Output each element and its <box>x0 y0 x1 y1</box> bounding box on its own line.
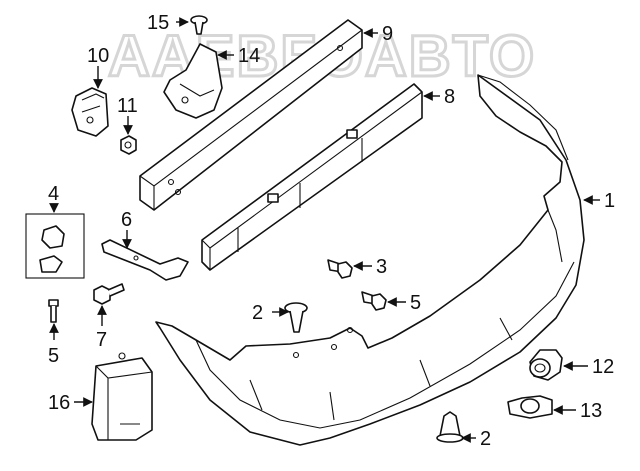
callout-1: 1 <box>604 190 615 212</box>
callout-11: 11 <box>117 95 138 117</box>
part-7-bolt <box>93 283 125 305</box>
callout-14: 14 <box>238 45 260 67</box>
part-8-energy-absorber <box>201 83 423 271</box>
callout-15: 15 <box>147 12 169 34</box>
callout-5: 5 <box>48 345 59 367</box>
part-11-nut <box>120 135 137 155</box>
callout-3: 3 <box>376 256 387 278</box>
part-13-sensor-retainer <box>507 395 553 419</box>
callout-13: 13 <box>580 400 602 422</box>
callout-labels: 1 2 2 3 4 5 5 6 7 8 9 10 11 12 13 14 15 … <box>48 12 615 450</box>
part-4-clip-kit <box>25 213 85 279</box>
part-5-bolt-right <box>361 291 387 311</box>
callout-2: 2 <box>252 302 263 324</box>
callout-6: 6 <box>121 209 132 231</box>
callout-9: 9 <box>382 23 393 45</box>
callout-4: 4 <box>48 183 59 205</box>
callout-2: 2 <box>480 428 491 450</box>
part-2-push-clip-lower <box>436 411 464 443</box>
callout-5: 5 <box>410 292 421 314</box>
part-9-reinforcement-bar <box>139 19 363 211</box>
part-10-sensor-bracket <box>71 87 109 137</box>
callout-8: 8 <box>444 86 455 108</box>
part-2-push-clip-upper <box>284 302 308 333</box>
part-16-control-module <box>91 352 153 441</box>
part-5-screw-left <box>48 299 59 323</box>
part-6-side-bracket <box>101 239 189 281</box>
callout-12: 12 <box>592 356 614 378</box>
callout-10: 10 <box>87 45 109 67</box>
part-3-bolt <box>327 259 353 279</box>
leader-lines <box>49 17 600 443</box>
callout-16: 16 <box>48 392 70 414</box>
part-12-park-sensor <box>529 349 563 381</box>
part-1-bumper-cover <box>155 74 585 446</box>
part-14-bracket <box>163 43 223 119</box>
part-15-clip <box>190 15 208 35</box>
callout-7: 7 <box>96 329 107 351</box>
